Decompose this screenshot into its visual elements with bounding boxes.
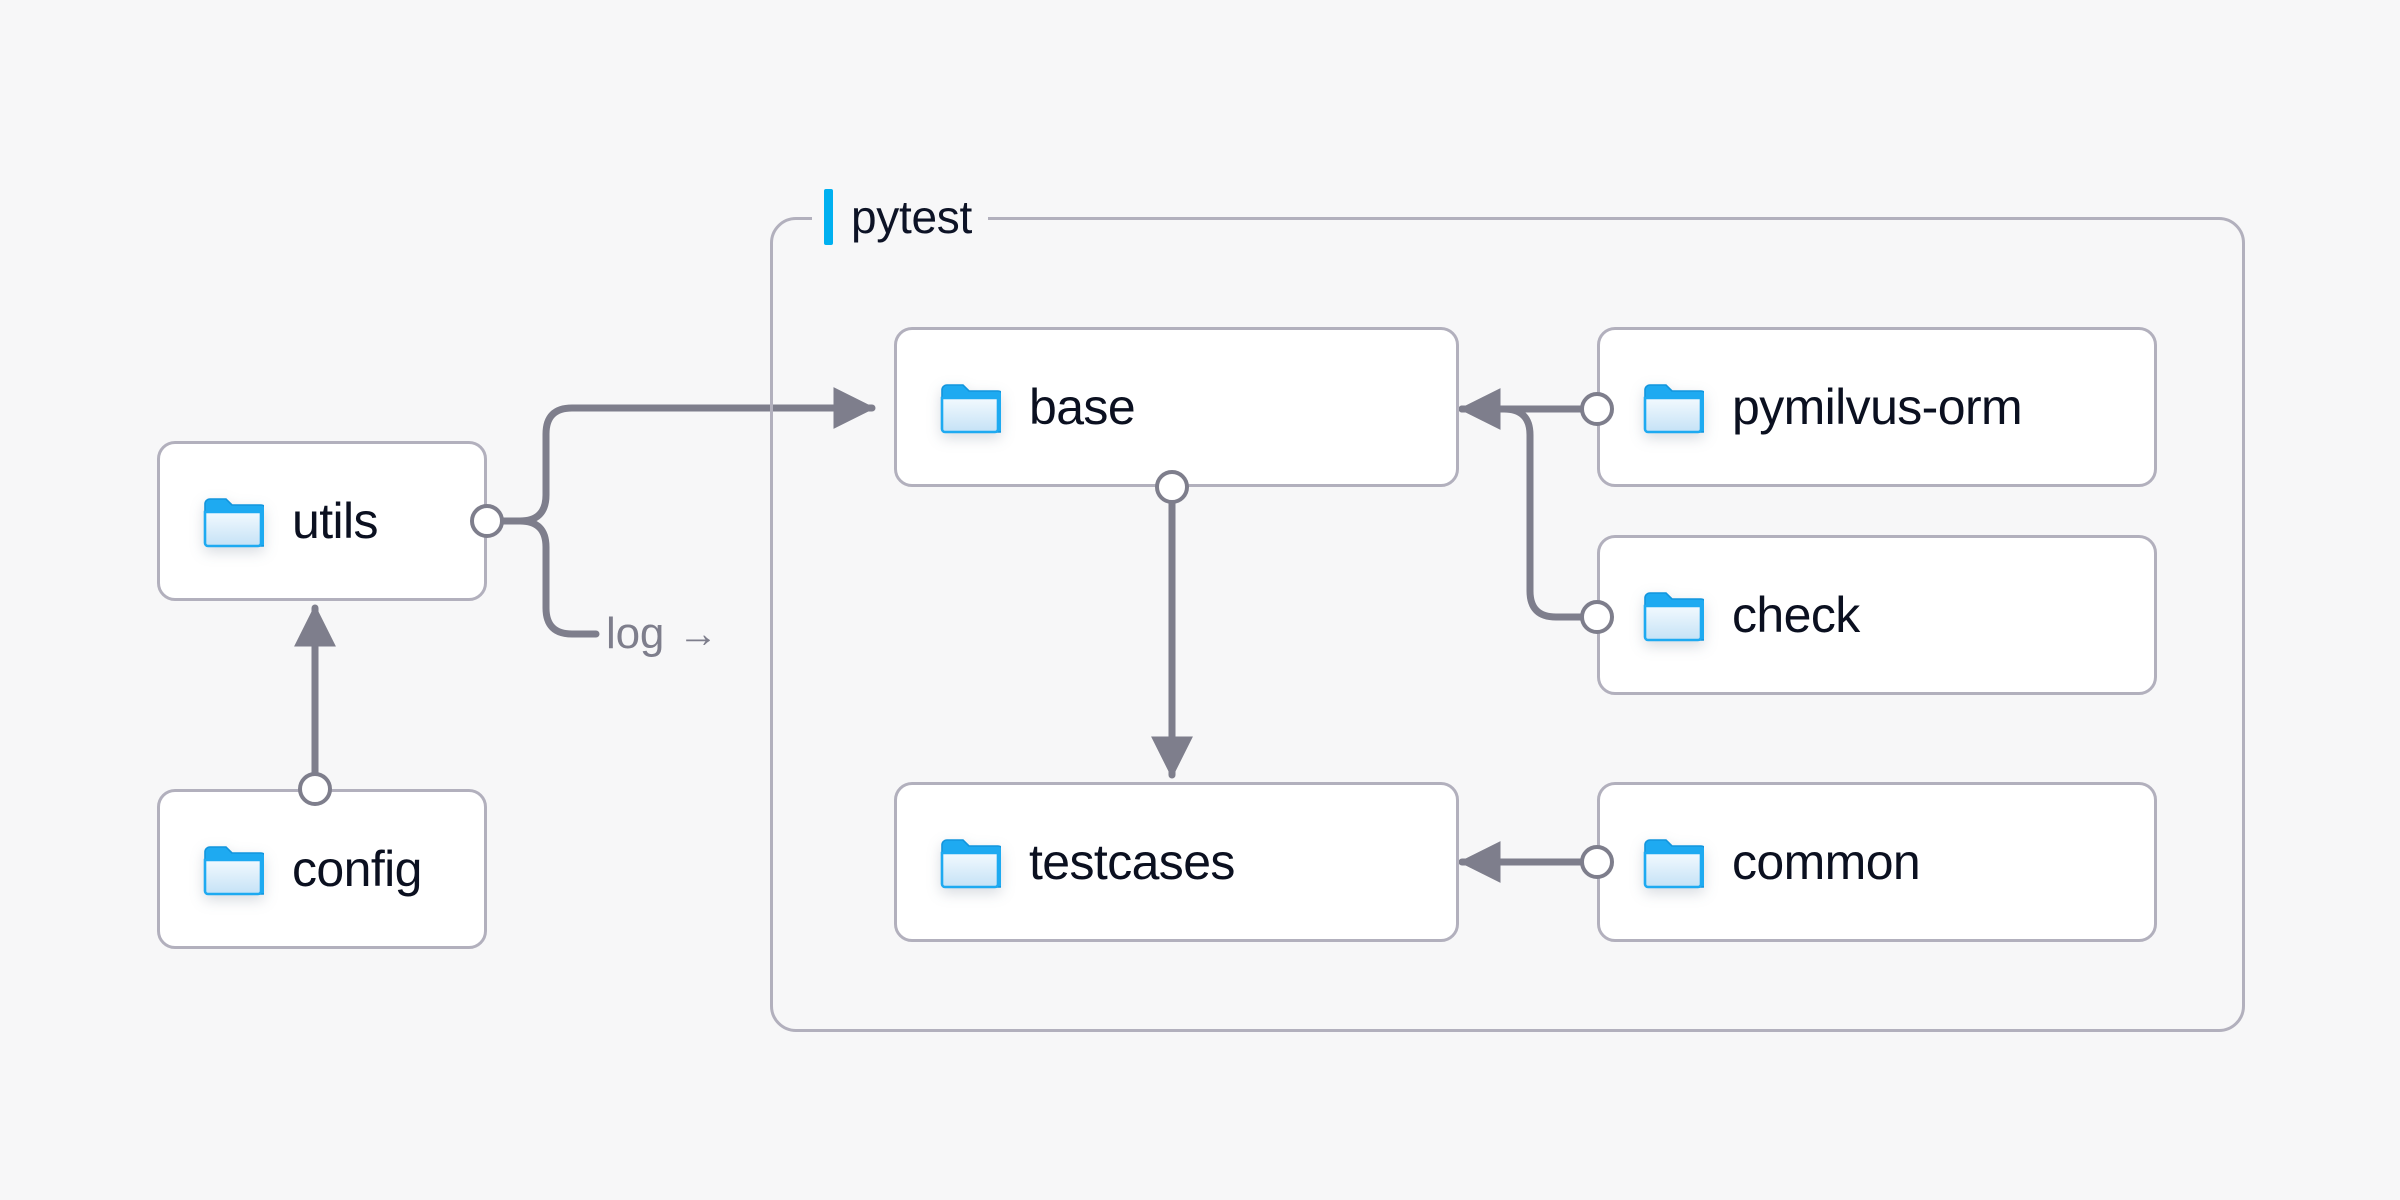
node-common-label: common — [1732, 834, 1921, 890]
arrow-right-icon: → — [678, 612, 718, 656]
node-base-label: base — [1029, 379, 1136, 435]
node-utils-label: utils — [292, 493, 379, 549]
folder-icon — [940, 839, 1001, 889]
node-check[interactable]: check — [1597, 535, 2157, 695]
port-base-bottom[interactable] — [1155, 470, 1189, 504]
node-testcases-label: testcases — [1029, 834, 1235, 890]
node-config-label: config — [292, 841, 422, 897]
node-pymilvus-orm[interactable]: pymilvus-orm — [1597, 327, 2157, 487]
node-utils[interactable]: utils — [157, 441, 487, 601]
group-accent-bar — [824, 189, 833, 245]
wire-utils-to-log — [516, 517, 600, 638]
port-pymilvus-orm-left[interactable] — [1580, 392, 1614, 426]
node-check-label: check — [1732, 587, 1860, 643]
node-pymilvus-orm-label: pymilvus-orm — [1732, 379, 2023, 435]
port-config-top[interactable] — [298, 772, 332, 806]
folder-icon — [1643, 384, 1704, 434]
node-common[interactable]: common — [1597, 782, 2157, 942]
folder-icon — [1643, 592, 1704, 642]
port-common-left[interactable] — [1580, 845, 1614, 879]
folder-icon — [940, 384, 1001, 434]
port-utils-right[interactable] — [470, 504, 504, 538]
group-title-text: pytest — [851, 191, 972, 243]
node-testcases[interactable]: testcases — [894, 782, 1459, 942]
edge-label-log-text: log — [606, 609, 665, 658]
edge-label-log: log → — [600, 612, 724, 656]
port-check-left[interactable] — [1580, 600, 1614, 634]
folder-icon — [203, 846, 264, 896]
node-config[interactable]: config — [157, 789, 487, 949]
node-base[interactable]: base — [894, 327, 1459, 487]
folder-icon — [203, 498, 264, 548]
folder-icon — [1643, 839, 1704, 889]
group-pytest[interactable] — [770, 217, 2245, 1032]
group-pytest-label: pytest — [812, 185, 988, 249]
